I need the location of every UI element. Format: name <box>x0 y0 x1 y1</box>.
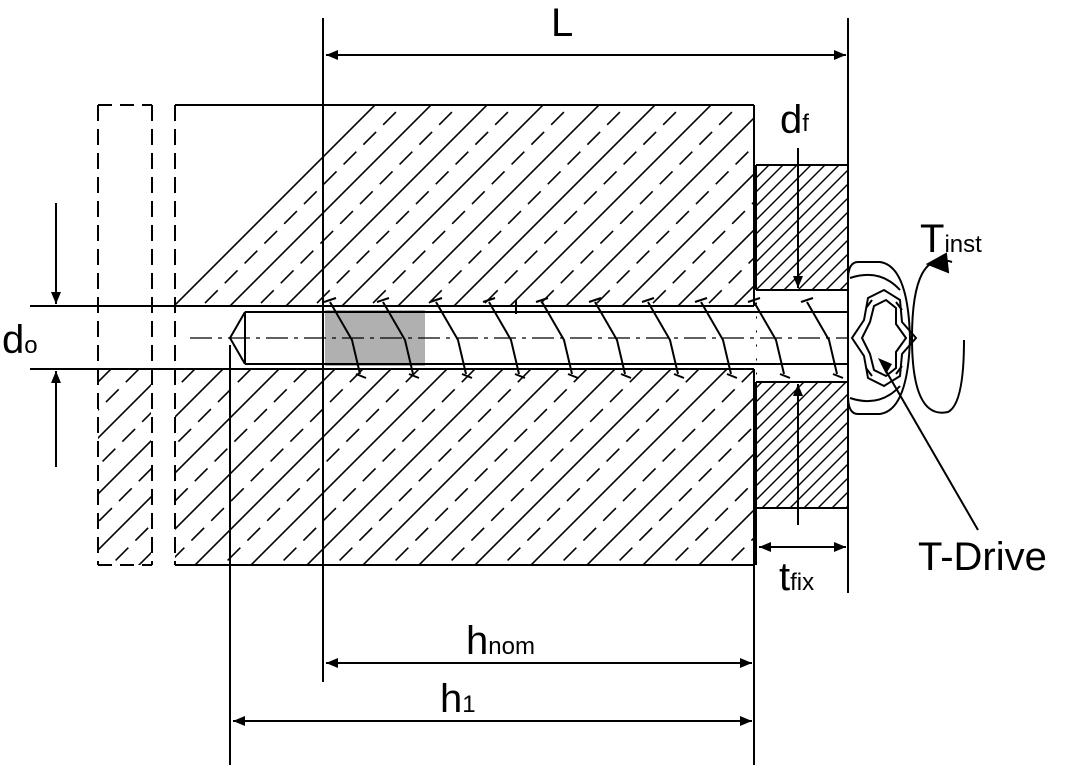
label-d-o: do <box>2 318 38 362</box>
thread-crest <box>482 297 496 303</box>
hatch-line <box>756 169 848 263</box>
thread-crest <box>323 297 337 303</box>
label-h-1: h1 <box>440 677 476 721</box>
thread-flank <box>753 301 785 375</box>
hatch-line <box>756 165 812 221</box>
hatch-line <box>1056 80 1080 600</box>
hatch-line <box>756 365 848 459</box>
screw <box>190 261 918 415</box>
thread-crest <box>567 373 579 379</box>
hatch-line <box>529 340 754 565</box>
thread-crest <box>535 297 549 303</box>
thread-crest <box>408 373 420 379</box>
hatch-line <box>904 140 1080 520</box>
hatch-line <box>775 435 848 508</box>
hatch-line <box>697 508 754 565</box>
hatch-line <box>669 480 754 565</box>
hatch-line <box>557 368 754 565</box>
torque-rotation-arrow <box>910 252 965 414</box>
label-T-inst: Tinst <box>920 217 982 261</box>
thread-crest <box>376 297 390 303</box>
thread-flank <box>329 301 361 375</box>
hatch-line <box>1030 140 1080 520</box>
thread-flank <box>700 301 732 375</box>
hatch-line <box>756 379 848 473</box>
thread-crest <box>588 297 602 303</box>
hatch-line <box>946 140 1080 520</box>
hatch-line <box>1016 140 1080 520</box>
hatch-line <box>585 396 754 565</box>
hatch-line <box>918 140 1080 520</box>
hatch-line <box>972 80 1080 600</box>
hatch-line <box>756 165 826 235</box>
hatch-line <box>1072 140 1080 520</box>
hatch-line <box>888 80 1080 600</box>
hatch-line <box>1000 80 1080 600</box>
label-h-nom: hnom <box>466 619 535 663</box>
hatch-line <box>789 449 848 508</box>
hatch-line <box>641 452 754 565</box>
hatch-line <box>1002 140 1080 520</box>
thread-crest <box>641 297 655 303</box>
label-d-f: df <box>780 98 809 142</box>
hatch-line <box>756 407 848 501</box>
hatch-line <box>1058 140 1080 520</box>
thread-crest <box>832 373 844 379</box>
fixture-clearance-hole <box>757 290 848 382</box>
screw-head <box>847 261 912 415</box>
thread-crest <box>461 373 473 379</box>
hatch-line <box>932 140 1080 520</box>
hatch-line <box>890 140 1080 520</box>
thread-flank <box>435 301 467 375</box>
thread-crest <box>800 297 814 303</box>
hatch-line <box>1028 80 1080 600</box>
hatch-line <box>974 140 1080 520</box>
hatch-line <box>756 165 798 207</box>
hatch-line <box>756 183 848 277</box>
base-material <box>30 80 1080 600</box>
thread-crest <box>355 373 367 379</box>
thread-crest <box>673 373 685 379</box>
thread-flank <box>382 301 414 375</box>
label-t-fix: tfix <box>779 555 814 599</box>
hatch-line <box>960 140 1080 520</box>
thread-crest <box>747 297 761 303</box>
thread-crest <box>694 297 708 303</box>
label-T-Drive: T-Drive <box>918 535 1047 579</box>
hatch-line <box>761 421 848 508</box>
thread-highlight <box>325 310 425 366</box>
hatch-line <box>756 393 848 487</box>
thread-flank <box>594 301 626 375</box>
thread-flank <box>806 301 838 375</box>
fixture <box>755 140 1080 520</box>
hatch-line <box>988 140 1080 520</box>
thread-crest <box>514 373 526 379</box>
hatch-line <box>756 165 840 249</box>
thread-crest <box>620 373 632 379</box>
thread-flank <box>541 301 573 375</box>
hatch-line <box>916 80 1080 600</box>
label-L: L <box>551 1 573 45</box>
thread-crest <box>779 373 791 379</box>
t-drive-recess <box>850 288 918 388</box>
hatch-line <box>1044 140 1080 520</box>
t-drive-leader <box>881 363 979 531</box>
thread-crest <box>429 297 443 303</box>
hatch-line <box>756 197 848 291</box>
hatch-line <box>613 424 754 565</box>
thread-flank <box>488 301 520 375</box>
thread-flank <box>647 301 679 375</box>
thread-crest <box>726 373 738 379</box>
